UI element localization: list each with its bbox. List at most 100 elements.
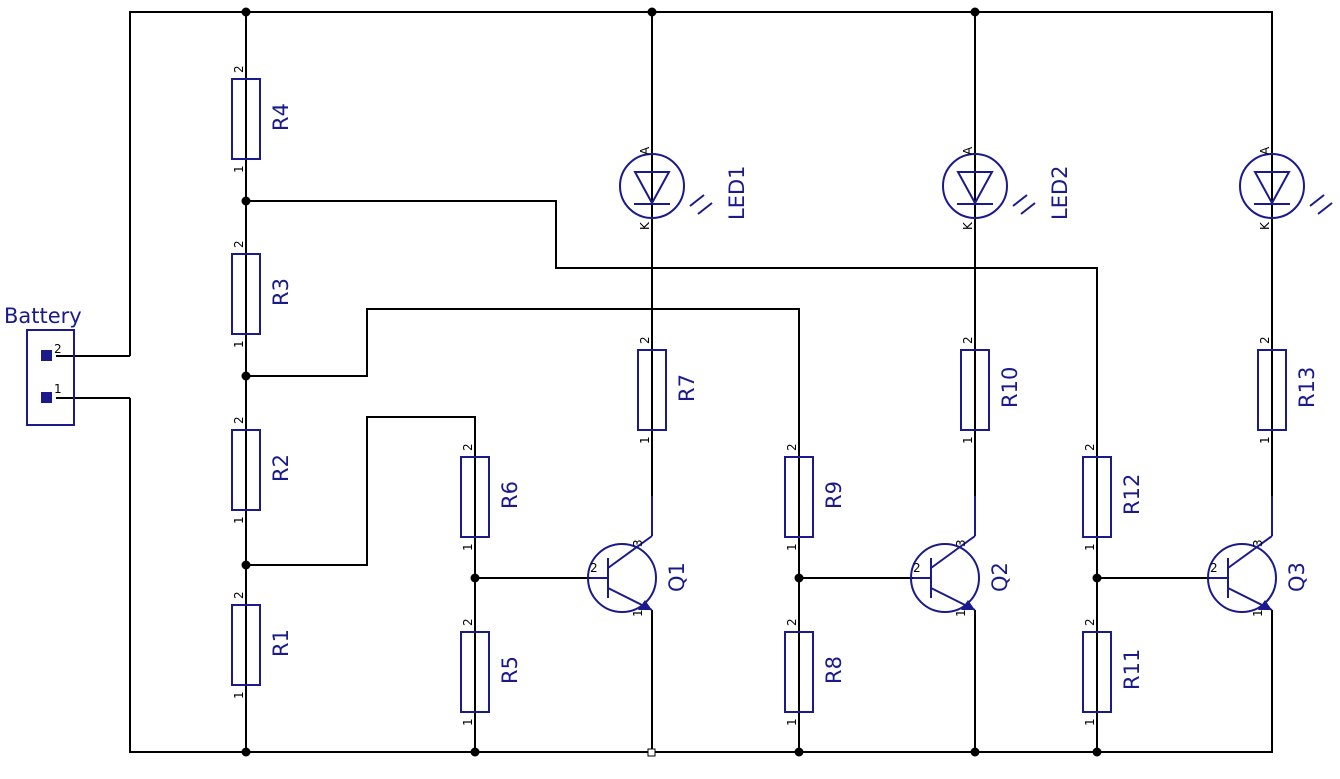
transistor-pin-2-label: 2	[1210, 561, 1218, 575]
transistor-q2: 2 3 1 Q2	[910, 496, 1012, 617]
resistor-ref-label: R1	[269, 629, 293, 657]
resistor-body	[1082, 631, 1112, 713]
resistor-body	[960, 349, 990, 431]
battery-body	[26, 329, 75, 426]
junctions	[241, 7, 1102, 757]
transistor-pin-2-label: 2	[590, 561, 598, 575]
led-body	[1239, 153, 1305, 219]
led-ray-1	[1012, 194, 1028, 207]
wires	[56, 11, 1273, 753]
resistor-body	[784, 631, 814, 713]
resistor-pin-1-label: 1	[232, 165, 246, 173]
transistor-ref-label: Q2	[988, 562, 1012, 592]
resistor-r3: 2 1 R3	[231, 240, 293, 348]
resistor-ref-label: R9	[822, 481, 846, 509]
transistor-emitter-arrow	[638, 600, 652, 610]
led-anode-label: A	[1258, 146, 1272, 155]
resistor-pin-2-label: 2	[638, 336, 652, 344]
transistor-body	[587, 543, 657, 613]
resistor-pin-1-label: 1	[638, 436, 652, 444]
supply-rail	[129, 11, 1273, 356]
junction-dot	[970, 747, 980, 757]
junction-dot	[241, 7, 251, 17]
resistor-pin-1-label: 1	[232, 340, 246, 348]
resistor-body	[1257, 349, 1287, 431]
transistor-collector	[607, 535, 653, 569]
resistor-pin-2-label: 2	[1258, 336, 1272, 344]
resistor-r1: 2 1 R1	[231, 591, 293, 699]
resistor-pin-1-label: 1	[461, 718, 475, 726]
battery-pin-2-pad	[41, 350, 52, 361]
led-ray-1	[1309, 194, 1325, 207]
resistor-pin-1-label: 1	[1083, 718, 1097, 726]
junction-dot	[241, 371, 251, 381]
resistor-r2: 2 1 R2	[231, 416, 293, 524]
resistor-body	[231, 253, 261, 335]
resistor-body	[231, 429, 261, 511]
resistor-body	[460, 631, 490, 713]
led-2: A K LED2	[942, 146, 1072, 230]
transistor-pin-1-label: 1	[954, 609, 968, 617]
junction-dot	[1092, 747, 1102, 757]
resistor-ref-label: R3	[269, 278, 293, 306]
junction-dot	[241, 747, 251, 757]
transistor-pin-3-label: 3	[1251, 539, 1265, 547]
transistor-ref-label: Q3	[1285, 562, 1309, 592]
resistor-body	[460, 456, 490, 538]
resistor-pin-2-label: 2	[1083, 618, 1097, 626]
resistor-body	[1082, 456, 1112, 538]
led-anode-label: A	[961, 146, 975, 155]
led-ray-1	[689, 194, 705, 207]
resistor-body	[231, 604, 261, 686]
resistor-ref-label: R13	[1295, 367, 1319, 408]
battery-pin-1-pad	[41, 392, 52, 403]
led-body	[619, 153, 685, 219]
resistor-pin-1-label: 1	[785, 543, 799, 551]
transistor-collector	[930, 535, 976, 569]
junction-dot	[470, 747, 480, 757]
led-cathode-label: K	[638, 221, 652, 230]
led-ref-label: LED2	[1048, 166, 1072, 221]
resistor-pin-1-label: 1	[232, 516, 246, 524]
resistor-pin-2-label: 2	[232, 416, 246, 424]
resistor-pin-2-label: 2	[461, 443, 475, 451]
resistor-ref-label: R2	[269, 454, 293, 482]
resistor-body	[784, 456, 814, 538]
transistor-ref-label: Q1	[665, 562, 689, 592]
junction-dot	[794, 573, 804, 583]
resistor-pin-2-label: 2	[1083, 443, 1097, 451]
resistor-ref-label: R5	[498, 656, 522, 684]
resistor-pin-1-label: 1	[232, 691, 246, 699]
junction-dot	[470, 573, 480, 583]
resistor-pin-2-label: 2	[232, 240, 246, 248]
components: Battery2121R421R321R221R121R621R521R721R…	[4, 65, 1333, 726]
junction-dot	[970, 7, 980, 17]
transistor-pin-2-label: 2	[913, 561, 921, 575]
resistor-pin-2-label: 2	[232, 591, 246, 599]
open-node-marker	[647, 748, 656, 757]
transistor-emitter-arrow	[961, 600, 975, 610]
transistor-pin-3-label: 3	[954, 539, 968, 547]
led-triangle	[1253, 171, 1291, 206]
battery-label: Battery	[4, 304, 82, 328]
resistor-pin-2-label: 2	[461, 618, 475, 626]
junction-dot	[647, 7, 657, 17]
led-cathode-label: K	[961, 221, 975, 230]
transistor-emitter-arrow	[1258, 600, 1272, 610]
resistor-ref-label: R12	[1120, 474, 1144, 515]
resistor-r5: 2 1 R5	[460, 618, 522, 726]
led-anode-label: A	[638, 146, 652, 155]
led-ray-2	[1020, 202, 1036, 215]
resistor-ref-label: R10	[998, 367, 1022, 408]
